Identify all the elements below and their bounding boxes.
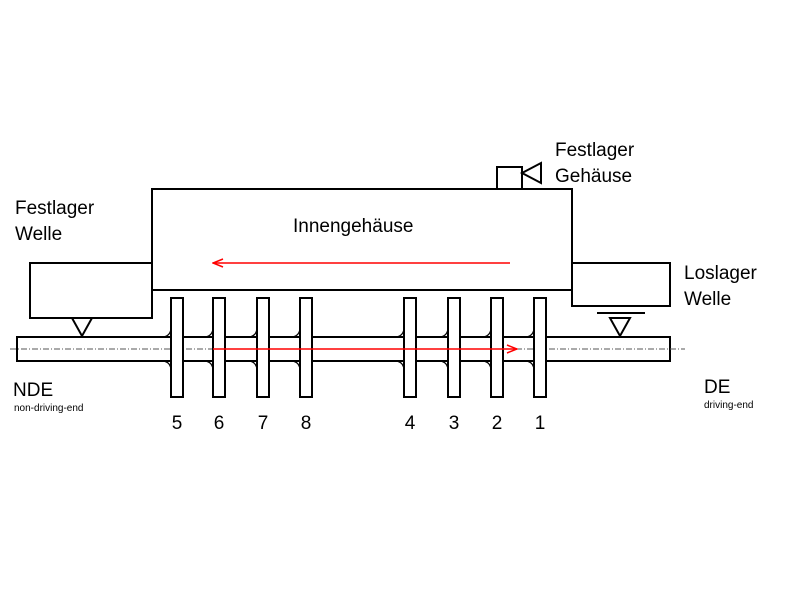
blade-fillet xyxy=(482,326,492,372)
fixed-bearing-shaft-box xyxy=(29,262,153,319)
label-loslager-welle-1: Loslager xyxy=(684,263,757,284)
label-nde: NDE xyxy=(13,380,54,401)
blade-fillet xyxy=(204,326,214,372)
label-de: DE xyxy=(704,377,731,398)
stage-number: 3 xyxy=(448,413,460,434)
floating-bearing-triangle-icon xyxy=(608,317,632,339)
fixed-bearing-shaft-triangle-icon xyxy=(70,317,94,339)
stage-number: 7 xyxy=(257,413,269,434)
impeller-stage-6 xyxy=(212,297,226,398)
label-festlager-welle-2: Welle xyxy=(15,224,63,245)
impeller-stage-3 xyxy=(447,297,461,398)
stage-number: 8 xyxy=(300,413,312,434)
impeller-stage-1 xyxy=(533,297,547,398)
label-festlager-welle-1: Festlager xyxy=(15,198,95,219)
label-de-sub: driving-end xyxy=(704,400,754,411)
fixed-bearing-housing-triangle-icon xyxy=(519,161,542,185)
label-festlager-gehaeuse-1: Festlager xyxy=(555,140,635,161)
impeller-stage-2 xyxy=(490,297,504,398)
impeller-stage-4 xyxy=(403,297,417,398)
impeller-stage-5 xyxy=(170,297,184,398)
stage-number: 5 xyxy=(171,413,183,434)
blade-fillet xyxy=(525,326,535,372)
fixed-bearing-housing-box xyxy=(496,166,523,190)
stage-number: 1 xyxy=(534,413,546,434)
inner-housing xyxy=(151,188,573,291)
stage-number: 6 xyxy=(213,413,225,434)
impeller-stage-8 xyxy=(299,297,313,398)
blade-fillet xyxy=(248,326,258,372)
blade-fillet xyxy=(162,326,172,372)
stage-number: 2 xyxy=(491,413,503,434)
label-festlager-gehaeuse-2: Gehäuse xyxy=(555,166,633,187)
floating-bearing-shaft-box xyxy=(571,262,671,307)
impeller-stage-7 xyxy=(256,297,270,398)
label-loslager-welle-2: Welle xyxy=(684,289,732,310)
label-innengehaeuse: Innengehäuse xyxy=(293,216,414,237)
blade-fillet xyxy=(395,326,405,372)
stage-number: 4 xyxy=(404,413,416,434)
blade-fillet xyxy=(291,326,301,372)
label-nde-sub: non-driving-end xyxy=(14,403,84,414)
blade-fillet xyxy=(439,326,449,372)
